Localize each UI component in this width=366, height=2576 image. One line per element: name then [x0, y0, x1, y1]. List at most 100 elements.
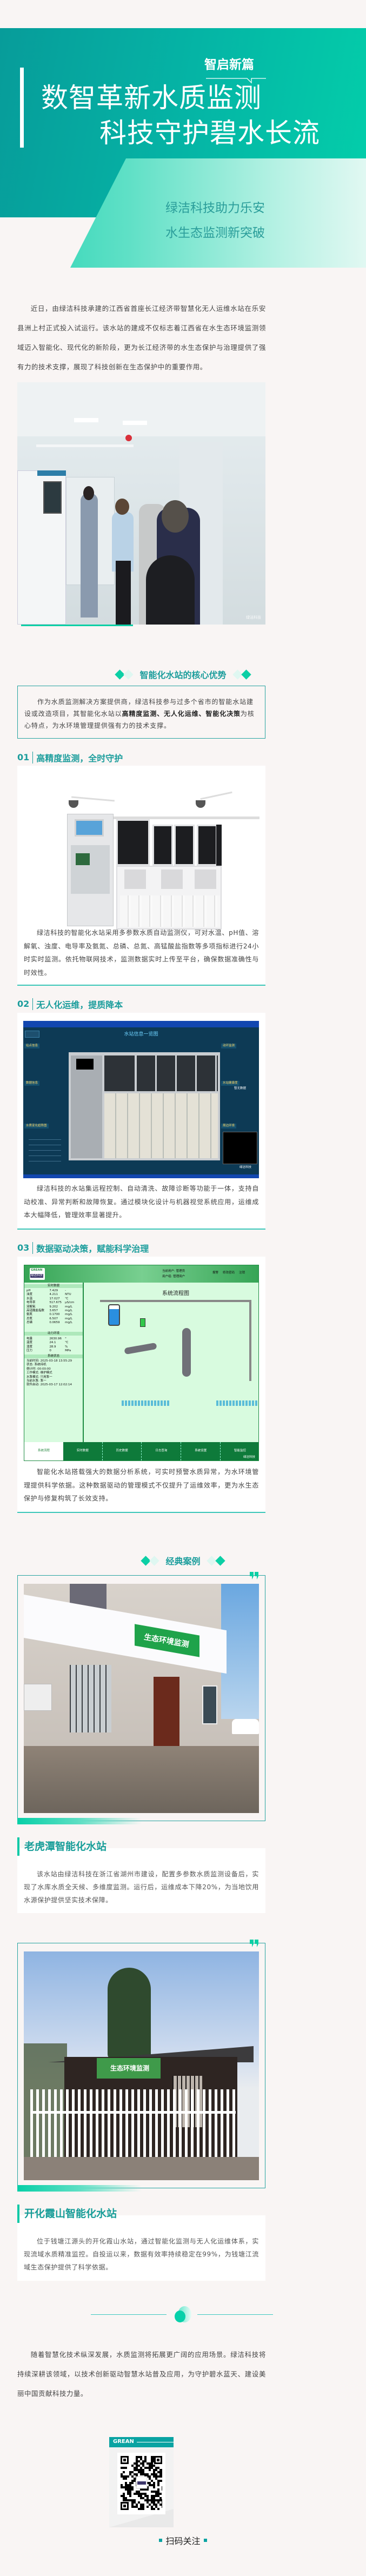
quote-mark-icon: [250, 1572, 258, 1579]
data-cell: 倒计时: 00:00:00: [26, 1367, 51, 1371]
circle-divider-icon: [175, 2306, 191, 2322]
data-row: 水泵模式: 只用泵一: [26, 1376, 81, 1379]
data-cell: pH: [26, 1289, 31, 1292]
summary-highlight: 高精度监测、无人化运维、智能化决策: [122, 710, 241, 718]
case-card-1: 该水站由绿洁科技在浙江省湖州市建设，配置多参数水质监测设备后，实现了水库水质全天…: [17, 1848, 265, 1913]
data-row: 倒计时: 00:00:00: [26, 1367, 81, 1371]
diamond-icon: [232, 669, 251, 680]
data-cell: mg/L: [65, 1305, 72, 1309]
data-cell: 状态: 系统待机: [26, 1363, 46, 1367]
feature-heading-02: 02 无人化运维，提质降本: [17, 998, 123, 1011]
panel-title: 数据信息: [24, 1081, 40, 1086]
data-cell: 溶解氧: [26, 1305, 36, 1309]
grean-logo: GREAN 绿洁科技: [30, 1268, 45, 1280]
station-sign: 生态环境监测: [110, 2064, 150, 2072]
data-cell: 电导率: [26, 1301, 36, 1305]
feature-number: 02: [17, 998, 34, 1010]
hero-tag: 智启新篇: [204, 58, 254, 72]
feature-title: 数据驱动决策，赋能科学治理: [36, 1244, 149, 1254]
data-cell: °: [65, 1337, 66, 1340]
logo-text: 绿洁科技: [30, 1274, 44, 1278]
data-row: 状态: 系统待机: [26, 1363, 81, 1367]
tab-realtime-data[interactable]: 实时数据: [63, 1442, 103, 1460]
data-cell: 517.675: [49, 1301, 62, 1305]
case-card-2: 位于钱塘江源头的开化霞山水站，通过智能化监测与无人化运维体系，实现流域水质精准监…: [17, 2215, 265, 2281]
case-photo-frame-2: 生态环境监测: [17, 1940, 265, 2188]
data-row: 电量 2630.96°: [26, 1337, 81, 1341]
section-title-text: 智能化水站的核心优势: [139, 670, 227, 680]
case-photo-frame-1: 生态环境监测: [17, 1572, 265, 1821]
laohutan-station-photo: 生态环境监测: [24, 1584, 259, 1813]
data-cell: mg/L: [65, 1321, 72, 1325]
data-cell: -: [65, 1289, 66, 1292]
site-visit-photo: 绿洁科技: [17, 382, 265, 625]
panel-title: 周边环境: [221, 1124, 237, 1129]
tab-history-data[interactable]: 历史数据: [103, 1442, 142, 1460]
alarm-button[interactable]: 报警: [212, 1271, 219, 1274]
data-cell: 湿度: [26, 1345, 33, 1349]
watermark: 绿洁科技: [246, 615, 261, 620]
data-cell: mg/L: [65, 1313, 72, 1317]
data-cell: ℃: [65, 1341, 69, 1345]
section-title-cases: 经典案例: [0, 1554, 366, 1567]
current-user: 当前用户: 管理员: [162, 1270, 185, 1273]
logo-text: GREAN: [31, 1269, 43, 1272]
dashboard-title: 水站信息一览图: [124, 1032, 158, 1037]
hero-accent-shape: [70, 158, 366, 268]
panel-title: 水站健康度: [221, 1081, 239, 1086]
feature-paragraph: 绿洁科技的水站集远程控制、自动清洗、故障诊断等功能于一体，支持自动校准、异常判断…: [24, 1185, 259, 1219]
hero-vertical-bar: [20, 68, 24, 148]
case-title-2: 开化霞山智能化水站: [17, 2205, 117, 2223]
feature-card-01: 绿洁科技的智能化水站采用多参数水质自动监测仪，可对水温、pH值、溶解氧、浊度、电…: [17, 766, 265, 986]
change-password-button[interactable]: 修改密码: [223, 1271, 235, 1274]
tab-system-settings[interactable]: 系统设置: [181, 1442, 221, 1460]
feature-card-02: 水站信息一览图 站点信息 数据信息 水质变化趋势图 动环监测 水站健康度 暂无数…: [17, 1013, 265, 1230]
data-cell: 4.211: [49, 1293, 58, 1297]
data-cell: 28.9: [49, 1345, 56, 1349]
data-cell: 水温: [26, 1297, 33, 1300]
data-cell: 6.507: [49, 1317, 58, 1320]
data-cell: MPa: [65, 1349, 71, 1353]
divider-line: [197, 2314, 273, 2315]
data-cell: mg/L: [65, 1309, 72, 1313]
kaihua-xiashan-station-photo: 生态环境监测: [24, 1951, 259, 2180]
brand-name: GREAN: [113, 2439, 134, 2445]
data-cell: 3.657: [49, 1309, 58, 1313]
data-cell: 2630.96: [49, 1337, 62, 1340]
data-cell: 软件启动: 2025-03-17 12:02:14: [26, 1383, 72, 1387]
tab-smart-monitoring[interactable]: 智能监控: [234, 1449, 247, 1453]
data-cell: 9.202: [49, 1305, 58, 1309]
case-description: 位于钱塘江源头的开化霞山水站，通过智能化监测与无人化运维体系，实现流域水质精准监…: [24, 2238, 259, 2271]
feature-heading-03: 03 数据驱动决策，赋能科学治理: [17, 1241, 149, 1254]
hero-subtitle-line2: 水生态监测新突破: [165, 226, 265, 240]
qr-code[interactable]: [121, 2456, 162, 2510]
feature-number: 01: [17, 752, 34, 763]
diamond-icon: [115, 669, 134, 680]
panel-title: 系统状态: [24, 1355, 83, 1359]
data-cell: 高锰酸盐指数: [26, 1309, 45, 1313]
data-cell: 浊度: [26, 1293, 33, 1297]
diamond-icon: [141, 1555, 160, 1566]
divider-line: [91, 2314, 167, 2315]
logout-button[interactable]: 注销: [239, 1271, 245, 1274]
tab-log-query[interactable]: 日志查询: [142, 1442, 182, 1460]
panel-title: 动力环境: [24, 1332, 83, 1336]
panel-title: 站点信息: [24, 1044, 40, 1049]
station-overview-dashboard: 水站信息一览图 站点信息 数据信息 水质变化趋势图 动环监测 水站健康度 暂无数…: [23, 1021, 259, 1178]
data-cell: 总磷: [26, 1321, 33, 1325]
data-cell: 电量: [26, 1337, 33, 1340]
data-cell: NTU: [65, 1293, 71, 1297]
tab-system-flow[interactable]: 系统流程: [24, 1442, 63, 1460]
intro-paragraph: 近日，由绿洁科技承建的江西省首座长江经济带智慧化无人运维水站在乐安县洲上村正式投…: [17, 304, 266, 371]
data-cell: 0: [49, 1349, 51, 1353]
flow-diagram-title: 系统流程图: [162, 1291, 189, 1297]
scan-follow-text: 扫码关注: [165, 2536, 201, 2546]
hero-subtitle-line1: 绿洁科技助力乐安: [165, 201, 265, 215]
